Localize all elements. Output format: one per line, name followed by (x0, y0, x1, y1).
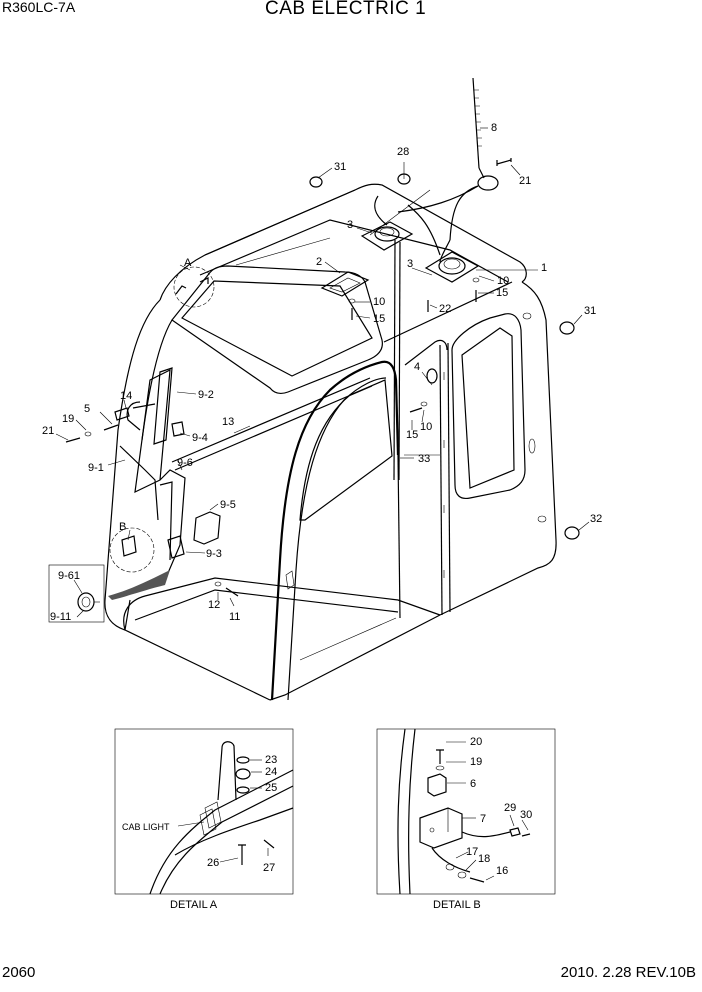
detail-b: 20 19 6 7 29 30 17 18 16 DETAIL B (376, 728, 556, 911)
grommet-31-right (559, 321, 575, 335)
callout-9-1: 9-1 (88, 462, 104, 474)
callout-17: 17 (466, 846, 478, 858)
model-code: R360LC-7A (2, 0, 76, 15)
page-number: 2060 (2, 964, 36, 981)
wiper-relay (193, 511, 221, 545)
callout-16: 16 (496, 865, 508, 877)
callout-5: 5 (84, 403, 90, 415)
callout-10: 10 (497, 275, 509, 287)
inset-box (48, 564, 105, 623)
detail-a-caption: DETAIL A (170, 899, 218, 911)
callout-31: 31 (584, 305, 596, 317)
callout-33: 33 (418, 453, 430, 465)
callout-30: 30 (520, 809, 532, 821)
callout-3: 3 (407, 258, 413, 270)
callout-32: 32 (590, 513, 602, 525)
callout-11: 11 (229, 611, 240, 623)
leader-lines (55, 127, 590, 618)
wiper-motor (153, 367, 173, 445)
callout-2: 2 (316, 256, 322, 268)
detail-a: 23 24 25 26 27 CAB LIGHT DETAIL A (114, 728, 294, 911)
callout-18: 18 (478, 853, 490, 865)
grommet-31-top (309, 176, 323, 188)
callout-3: 3 (347, 219, 353, 231)
speaker-left (360, 221, 414, 251)
callout-10: 10 (373, 296, 385, 308)
revision-info: 2010. 2.28 REV.10B (560, 964, 696, 981)
callout-15: 15 (496, 287, 508, 299)
callout-20: 20 (470, 736, 482, 748)
callout-9-6: 9-6 (177, 457, 193, 469)
cab-light-label: CAB LIGHT (122, 822, 170, 832)
callout-26: 26 (207, 857, 219, 869)
callout-21: 21 (519, 175, 531, 187)
switch-4 (426, 368, 438, 384)
callout-27: 27 (263, 862, 275, 874)
callout-9-3: 9-3 (206, 548, 222, 560)
callout-23: 23 (265, 754, 277, 766)
callout-8: 8 (491, 122, 497, 134)
speaker-right (424, 251, 480, 283)
antenna (397, 77, 512, 241)
callout-9-5: 9-5 (220, 499, 236, 511)
callout-28: 28 (397, 146, 409, 158)
room-lamp (320, 271, 370, 297)
callout-25: 25 (265, 782, 277, 794)
callout-1: 1 (541, 262, 547, 274)
callout-31: 31 (334, 161, 346, 173)
callout-9-2: 9-2 (198, 389, 214, 401)
callout-4: 4 (414, 361, 420, 373)
page-title: CAB ELECTRIC 1 (265, 0, 427, 19)
callout-21: 21 (42, 425, 54, 437)
callout-15: 15 (406, 429, 418, 441)
callout-9-4: 9-4 (192, 432, 208, 444)
cab-body (104, 183, 557, 701)
callout-10: 10 (420, 421, 432, 433)
callout-22: 22 (439, 303, 451, 315)
callout-15: 15 (373, 313, 385, 325)
callout-9-11: 9-11 (50, 611, 71, 623)
callout-24: 24 (265, 766, 277, 778)
callout-7: 7 (480, 813, 486, 825)
callout-19: 19 (470, 756, 482, 768)
callout-29: 29 (504, 802, 516, 814)
callout-6: 6 (470, 778, 476, 790)
detail-b-caption: DETAIL B (433, 899, 481, 911)
callout-B: B (119, 521, 126, 533)
callout-9-61: 9-61 (58, 570, 80, 582)
callout-14: 14 (120, 390, 132, 402)
callout-13: 13 (222, 416, 234, 428)
callout-A: A (184, 257, 192, 269)
callout-12: 12 (208, 599, 220, 611)
callout-19: 19 (62, 413, 74, 425)
callout-labels: 8 21 28 31 3 2 3 10 1 15 22 10 15 31 A 4… (42, 122, 602, 623)
grommet-32 (564, 526, 580, 540)
